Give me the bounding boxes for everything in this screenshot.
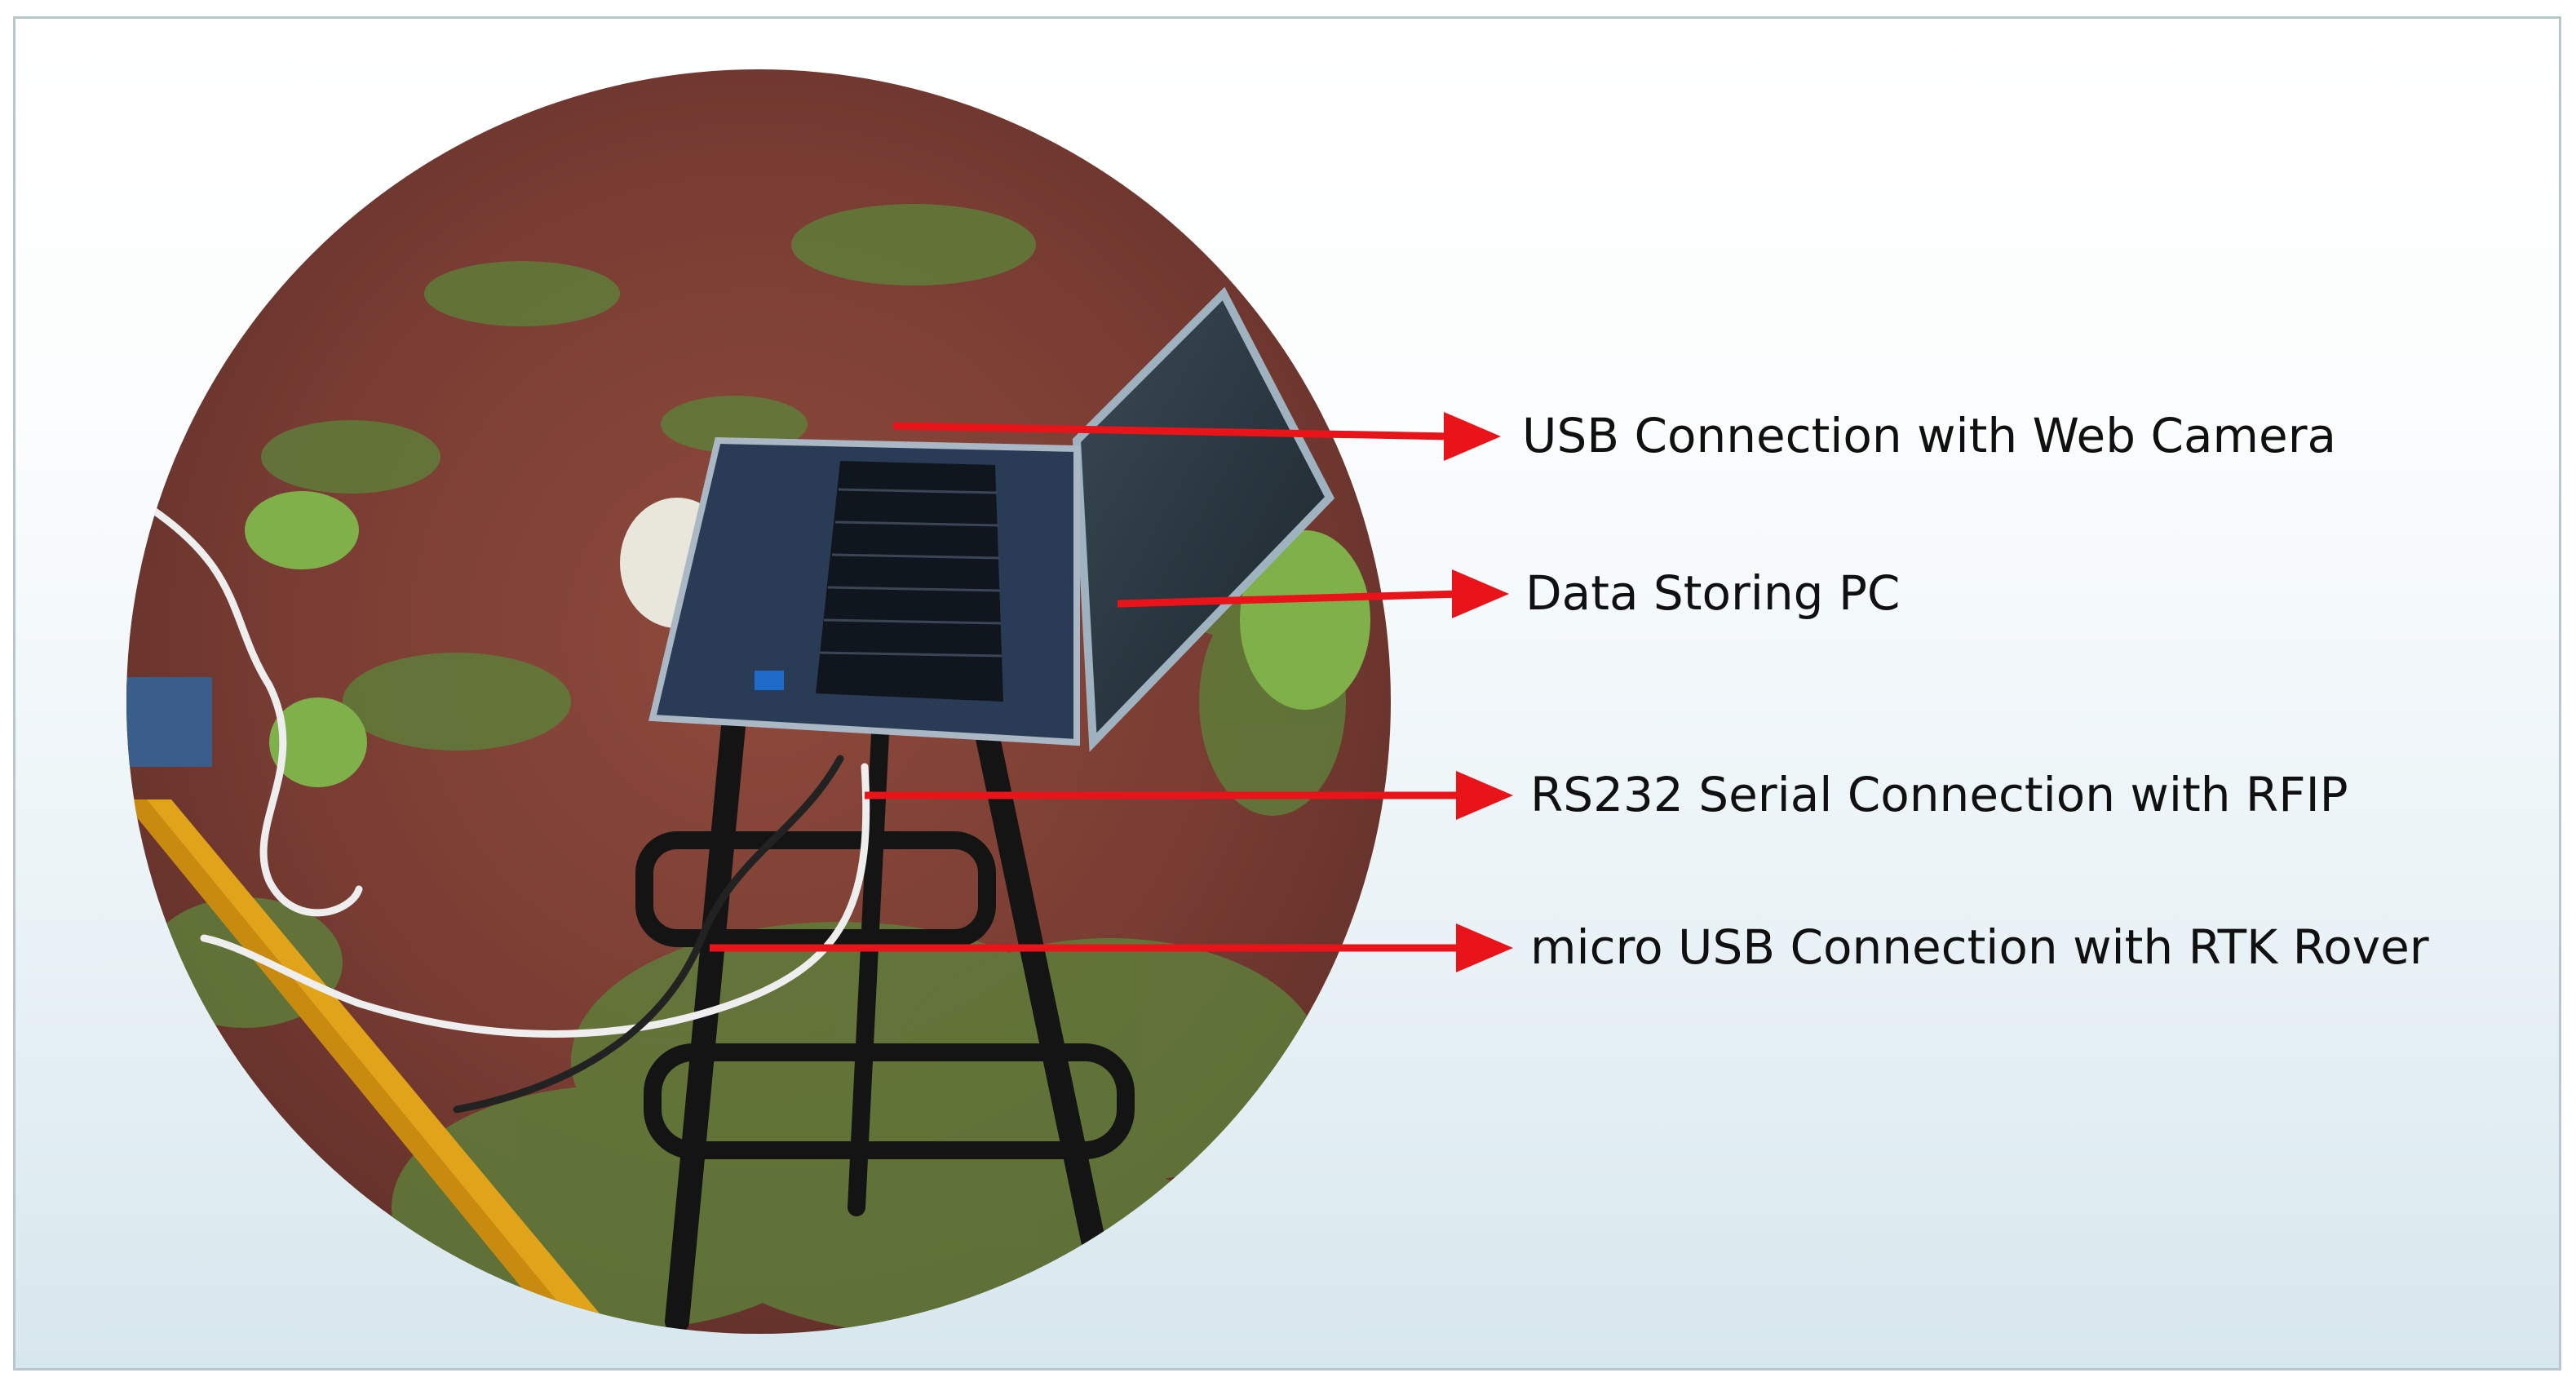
label-web-camera: USB Connection with Web Camera (1522, 408, 2337, 463)
laptop-screen (1072, 286, 1335, 752)
lettuce-plants (245, 491, 1370, 787)
arrow-data-pc (1117, 569, 1509, 618)
keyboard-keys (819, 488, 1003, 658)
label-rtk-rover: micro USB Connection with RTK Rover (1530, 919, 2429, 975)
label-rs232: RS232 Serial Connection with RFIP (1530, 767, 2348, 822)
arrow-web-camera (892, 412, 1501, 461)
cables (143, 502, 870, 1114)
tripod (126, 799, 620, 1334)
arrow-rtk-rover (710, 923, 1513, 972)
laptop-sticker (755, 671, 784, 690)
laptop-keyboard (816, 461, 1003, 702)
annotation-arrows (710, 412, 1513, 972)
stool (635, 706, 1135, 1334)
photo-content (126, 69, 1391, 1334)
arrow-rs232 (865, 771, 1513, 820)
label-data-pc: Data Storing PC (1525, 565, 1901, 621)
rfid-box (126, 677, 212, 767)
